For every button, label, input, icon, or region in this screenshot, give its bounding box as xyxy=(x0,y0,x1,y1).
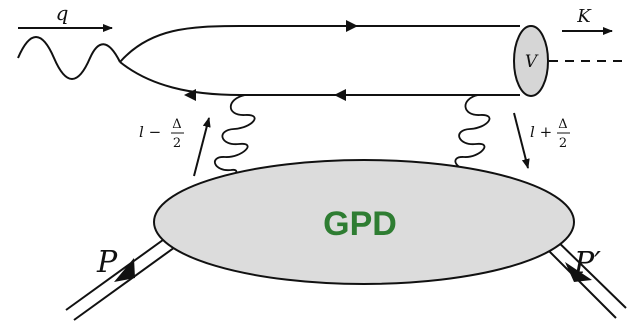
proton-out-arrow xyxy=(565,262,592,282)
gluon-left-momentum-arrow xyxy=(193,117,211,177)
quark-arrow-bottom-right xyxy=(334,89,346,101)
quark-arrow-top xyxy=(346,20,358,32)
proton-in-label: P xyxy=(96,245,118,280)
svg-text:Δ: Δ xyxy=(172,117,181,132)
proton-in-arrow xyxy=(114,258,135,282)
gluon-left-label: l − Δ 2 xyxy=(139,117,184,151)
svg-text:2: 2 xyxy=(173,136,181,151)
gpd-blob xyxy=(153,159,575,285)
quark-arrow-bottom-left xyxy=(184,89,196,101)
gluon-left xyxy=(211,94,256,182)
gluon-right-label: l + Δ 2 xyxy=(530,117,570,151)
svg-text:2: 2 xyxy=(559,136,567,151)
quark-line-bottom xyxy=(119,61,520,96)
photon-wave xyxy=(17,36,121,80)
quark-line-top xyxy=(119,25,520,63)
svg-text:Δ: Δ xyxy=(558,117,567,132)
svg-text:l +: l + xyxy=(530,123,552,141)
proton-out-label: P′ xyxy=(573,246,601,281)
gpd-label: GPD xyxy=(323,205,397,243)
svg-text:l −: l − xyxy=(139,123,161,141)
meson-blob xyxy=(513,25,549,97)
kaon-momentum-label: K xyxy=(576,6,592,27)
gluon-right-momentum-arrow xyxy=(513,112,530,169)
meson-label: V xyxy=(525,52,539,72)
proton-in-line xyxy=(65,231,183,321)
photon-momentum-label: q xyxy=(56,1,69,25)
